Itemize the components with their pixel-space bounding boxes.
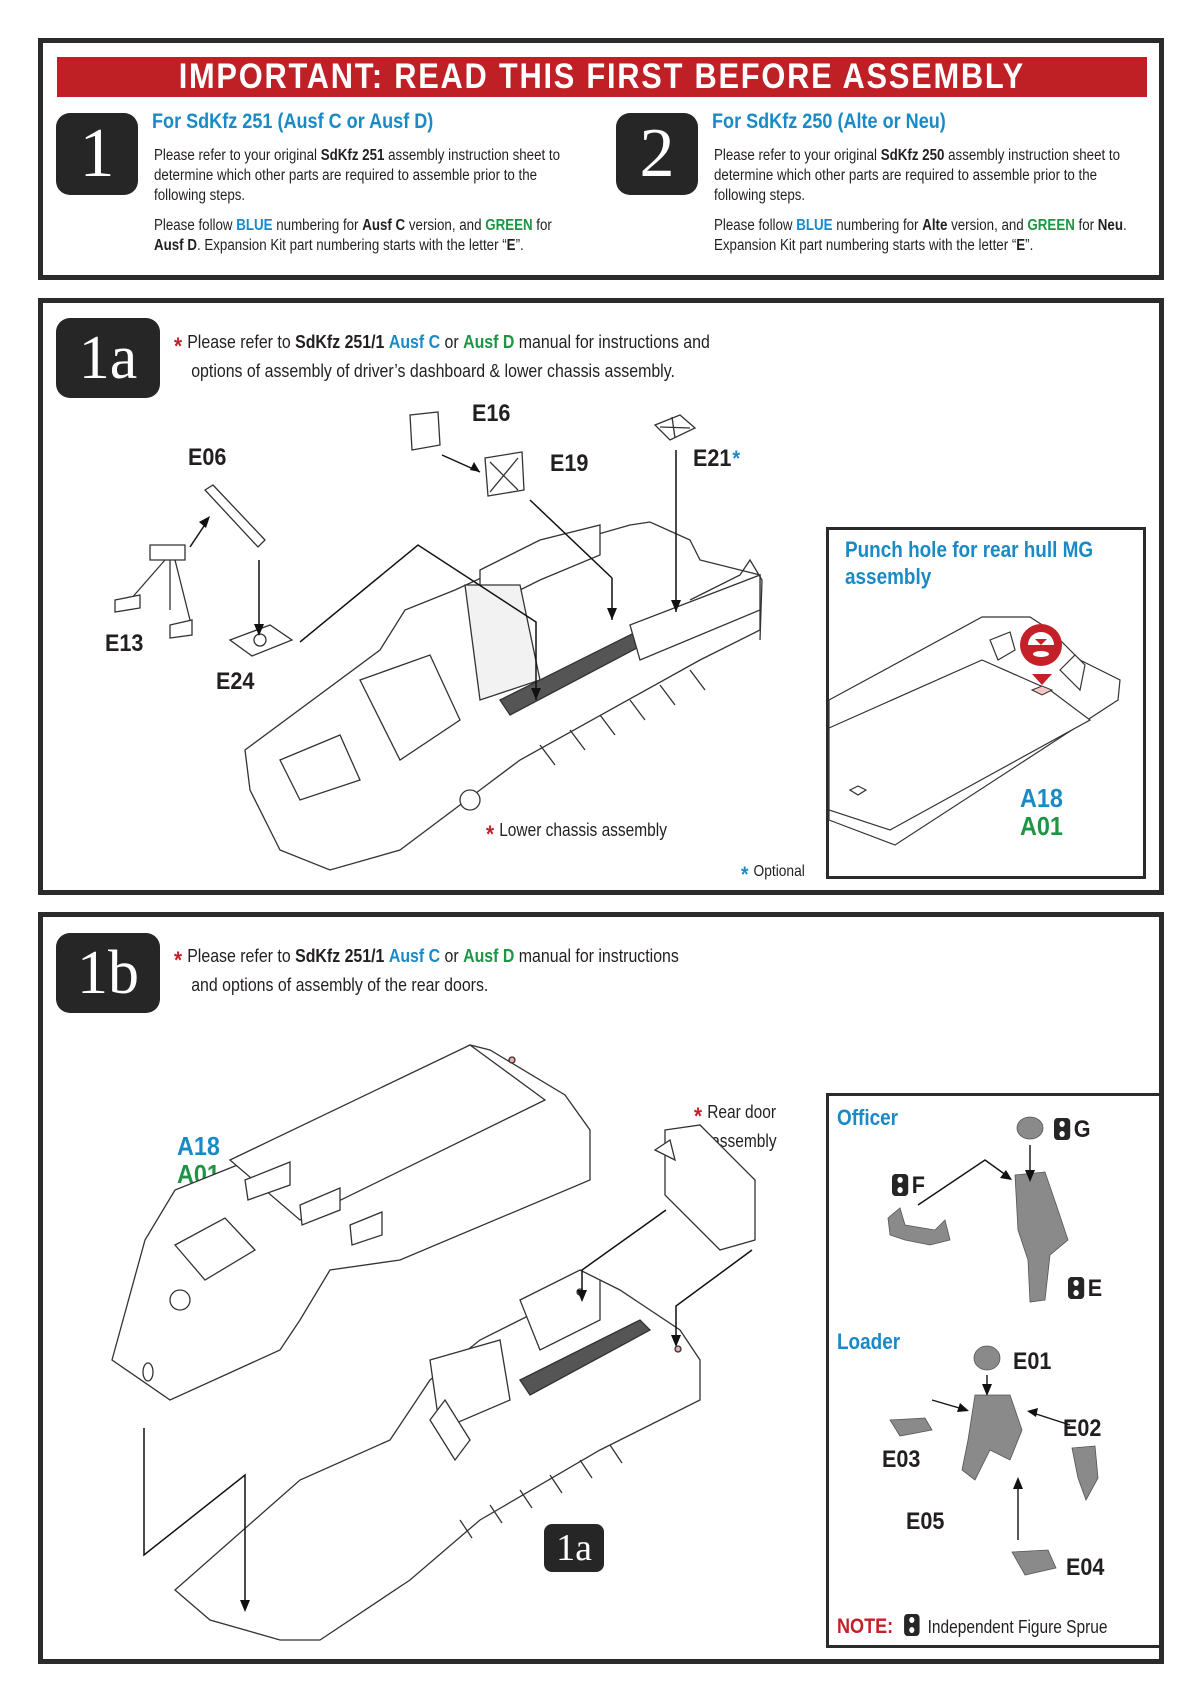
- label-e21: E21*: [693, 445, 741, 472]
- reference-badge-1a: 1a: [544, 1524, 604, 1572]
- col2-paragraph-2: Please follow BLUE numbering for Alte ve…: [714, 217, 1127, 254]
- asterisk-icon: *: [174, 333, 183, 360]
- col2-title: For SdKfz 250 (Alte or Neu): [712, 110, 946, 133]
- figure-sprue-icon: [904, 1614, 920, 1636]
- optional-asterisk-icon: *: [741, 862, 749, 887]
- rear-door-label: *Rear door assembly: [694, 1102, 777, 1151]
- loader-part-e01: E01: [1013, 1348, 1052, 1375]
- step-1a-note: *Please refer to SdKfz 251/1 Ausf C or A…: [174, 331, 710, 381]
- lower-chassis-label: *Lower chassis assembly: [486, 820, 667, 848]
- banner-text: IMPORTANT: READ THIS FIRST BEFORE ASSEMB…: [178, 57, 1026, 96]
- asterisk-icon: *: [486, 821, 495, 848]
- optional-asterisk-icon: *: [732, 446, 741, 471]
- step-badge-1: 1: [56, 113, 138, 195]
- figure-sprue-note: NOTE: Independent Figure Sprue: [837, 1614, 1108, 1638]
- col1-paragraph-2: Please follow BLUE numbering for Ausf C …: [154, 217, 552, 254]
- step-badge-1a: 1a: [56, 318, 160, 398]
- figure-sprue-icon: [1068, 1277, 1085, 1299]
- col1-title: For SdKfz 251 (Ausf C or Ausf D): [152, 110, 434, 133]
- loader-part-e02: E02: [1063, 1415, 1102, 1442]
- label-e24: E24: [216, 668, 255, 695]
- figure-sprue-icon: [1054, 1118, 1071, 1140]
- asterisk-icon: *: [694, 1103, 703, 1130]
- col1-paragraph-1: Please refer to your original SdKfz 251 …: [154, 147, 561, 204]
- officer-part-f: F: [892, 1172, 925, 1200]
- figures-box: [826, 1093, 1162, 1648]
- col2-paragraph-1: Please refer to your original SdKfz 250 …: [714, 147, 1121, 204]
- step-badge-2: 2: [616, 113, 698, 195]
- loader-title: Loader: [837, 1329, 901, 1354]
- loader-part-e03: E03: [882, 1446, 921, 1473]
- important-banner: IMPORTANT: READ THIS FIRST BEFORE ASSEMB…: [57, 57, 1147, 97]
- officer-title: Officer: [837, 1105, 898, 1130]
- figure-sprue-icon: [892, 1174, 909, 1196]
- label-e13: E13: [105, 630, 144, 657]
- label-e16: E16: [472, 400, 511, 427]
- loader-part-e04: E04: [1066, 1554, 1105, 1581]
- officer-part-g: G: [1054, 1116, 1091, 1144]
- label-e06: E06: [188, 444, 227, 471]
- label-e19: E19: [550, 450, 589, 477]
- loader-part-e05: E05: [906, 1508, 945, 1535]
- step-badge-1b: 1b: [56, 933, 160, 1013]
- asterisk-icon: *: [174, 947, 183, 974]
- step-1b-note: *Please refer to SdKfz 251/1 Ausf C or A…: [174, 945, 679, 995]
- officer-part-e: E: [1068, 1275, 1102, 1303]
- optional-legend: *Optional: [741, 862, 805, 887]
